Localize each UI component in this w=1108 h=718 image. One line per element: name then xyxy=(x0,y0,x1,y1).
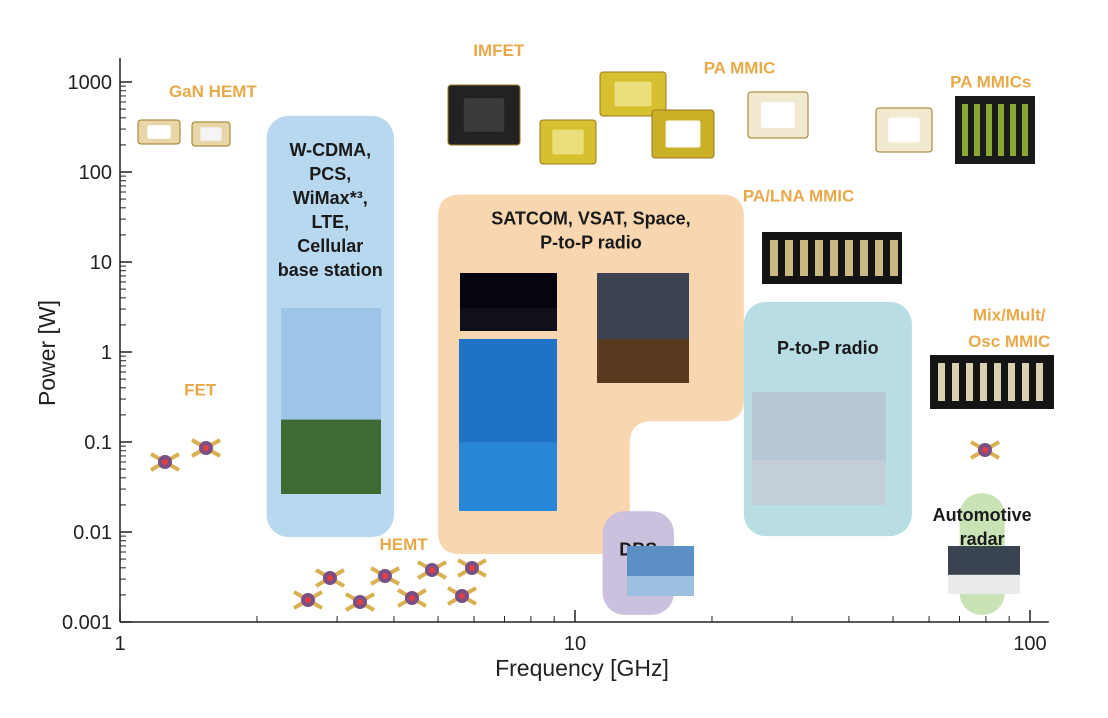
region-automotive-label-0: Automotive xyxy=(933,505,1032,525)
y-tick-label-5: 0.01 xyxy=(73,522,112,544)
y-tick-label-3: 1 xyxy=(101,342,112,364)
y-tick-label-1: 100 xyxy=(79,162,112,184)
region-cellular-label-5: base station xyxy=(278,260,383,280)
pa-mmic-package-2 xyxy=(599,71,667,117)
pa-mmic-package-1 xyxy=(539,119,597,165)
device-images xyxy=(137,71,1054,612)
pa-mmics-package xyxy=(875,107,933,153)
region-p2p-radio-label-0: P-to-P radio xyxy=(777,338,879,358)
pa-mmic-package-4 xyxy=(747,91,809,139)
antenna-tower-photo xyxy=(459,339,557,511)
fet-package-2 xyxy=(191,438,221,458)
region-cellular-label-2: WiMax*³, xyxy=(293,188,368,208)
region-automotive-label-1: radar xyxy=(960,529,1005,549)
region-cellular-label-0: W-CDMA, xyxy=(289,140,371,160)
label-mix-mult-osc-line1: Mix/Mult/ xyxy=(973,305,1046,324)
region-cellular-label-4: Cellular xyxy=(297,236,363,256)
satellite-photo xyxy=(460,273,557,331)
hemt-package-6 xyxy=(345,592,375,612)
hemt-package-2 xyxy=(370,566,400,586)
dish-antenna-photo xyxy=(597,273,689,383)
region-cellular-label-3: LTE, xyxy=(311,212,349,232)
label-gan-hemt: GaN HEMT xyxy=(169,82,257,101)
hemt-package-8 xyxy=(447,586,477,606)
label-imfet: IMFET xyxy=(473,41,525,60)
label-hemt: HEMT xyxy=(379,535,428,554)
region-satcom-label-1: P-to-P radio xyxy=(540,233,642,253)
region-cellular-label-1: PCS, xyxy=(309,164,351,184)
region-satcom-label-0: SATCOM, VSAT, Space, xyxy=(491,209,690,229)
cellular-tower-photo xyxy=(281,308,381,494)
y-tick-label-2: 10 xyxy=(90,252,112,274)
pa-lna-mmic-die xyxy=(762,232,902,284)
hemt-package-4 xyxy=(457,558,487,578)
gan-hemt-package-2 xyxy=(191,121,231,147)
label-fet: FET xyxy=(184,380,217,399)
y-axis-title: Power [W] xyxy=(34,300,60,406)
label-mix-mult-osc-line2: Osc MMIC xyxy=(968,332,1050,351)
fet-package-1 xyxy=(150,452,180,472)
p2p-tower-photo xyxy=(752,392,886,505)
imfet-package xyxy=(447,84,521,146)
mix-mult-osc-transistor xyxy=(970,440,1000,460)
label-pa-mmic: PA MMIC xyxy=(704,58,776,77)
label-pa-mmics: PA MMICs xyxy=(950,72,1031,91)
pa-mmics-die xyxy=(955,96,1035,164)
dbs-dish-photo xyxy=(627,546,694,596)
hemt-package-7 xyxy=(397,588,427,608)
automotive-car-photo xyxy=(948,546,1020,594)
x-tick-label-0: 1 xyxy=(114,633,125,655)
y-tick-label-6: 0.001 xyxy=(62,612,112,634)
pa-mmic-package-3 xyxy=(651,109,715,159)
mix-mult-osc-mmic-die xyxy=(930,355,1054,409)
gan-hemt-package-1 xyxy=(137,119,181,145)
y-tick-label-4: 0.1 xyxy=(84,432,112,454)
x-tick-label-2: 100 xyxy=(1013,633,1046,655)
hemt-package-5 xyxy=(293,590,323,610)
label-pa-lna-mmic: PA/LNA MMIC xyxy=(743,187,854,206)
x-axis-title: Frequency [GHz] xyxy=(495,655,669,681)
y-tick-label-0: 1000 xyxy=(68,72,113,94)
hemt-package-1 xyxy=(315,568,345,588)
x-tick-label-1: 10 xyxy=(564,633,586,655)
hemt-package-3 xyxy=(417,560,447,580)
